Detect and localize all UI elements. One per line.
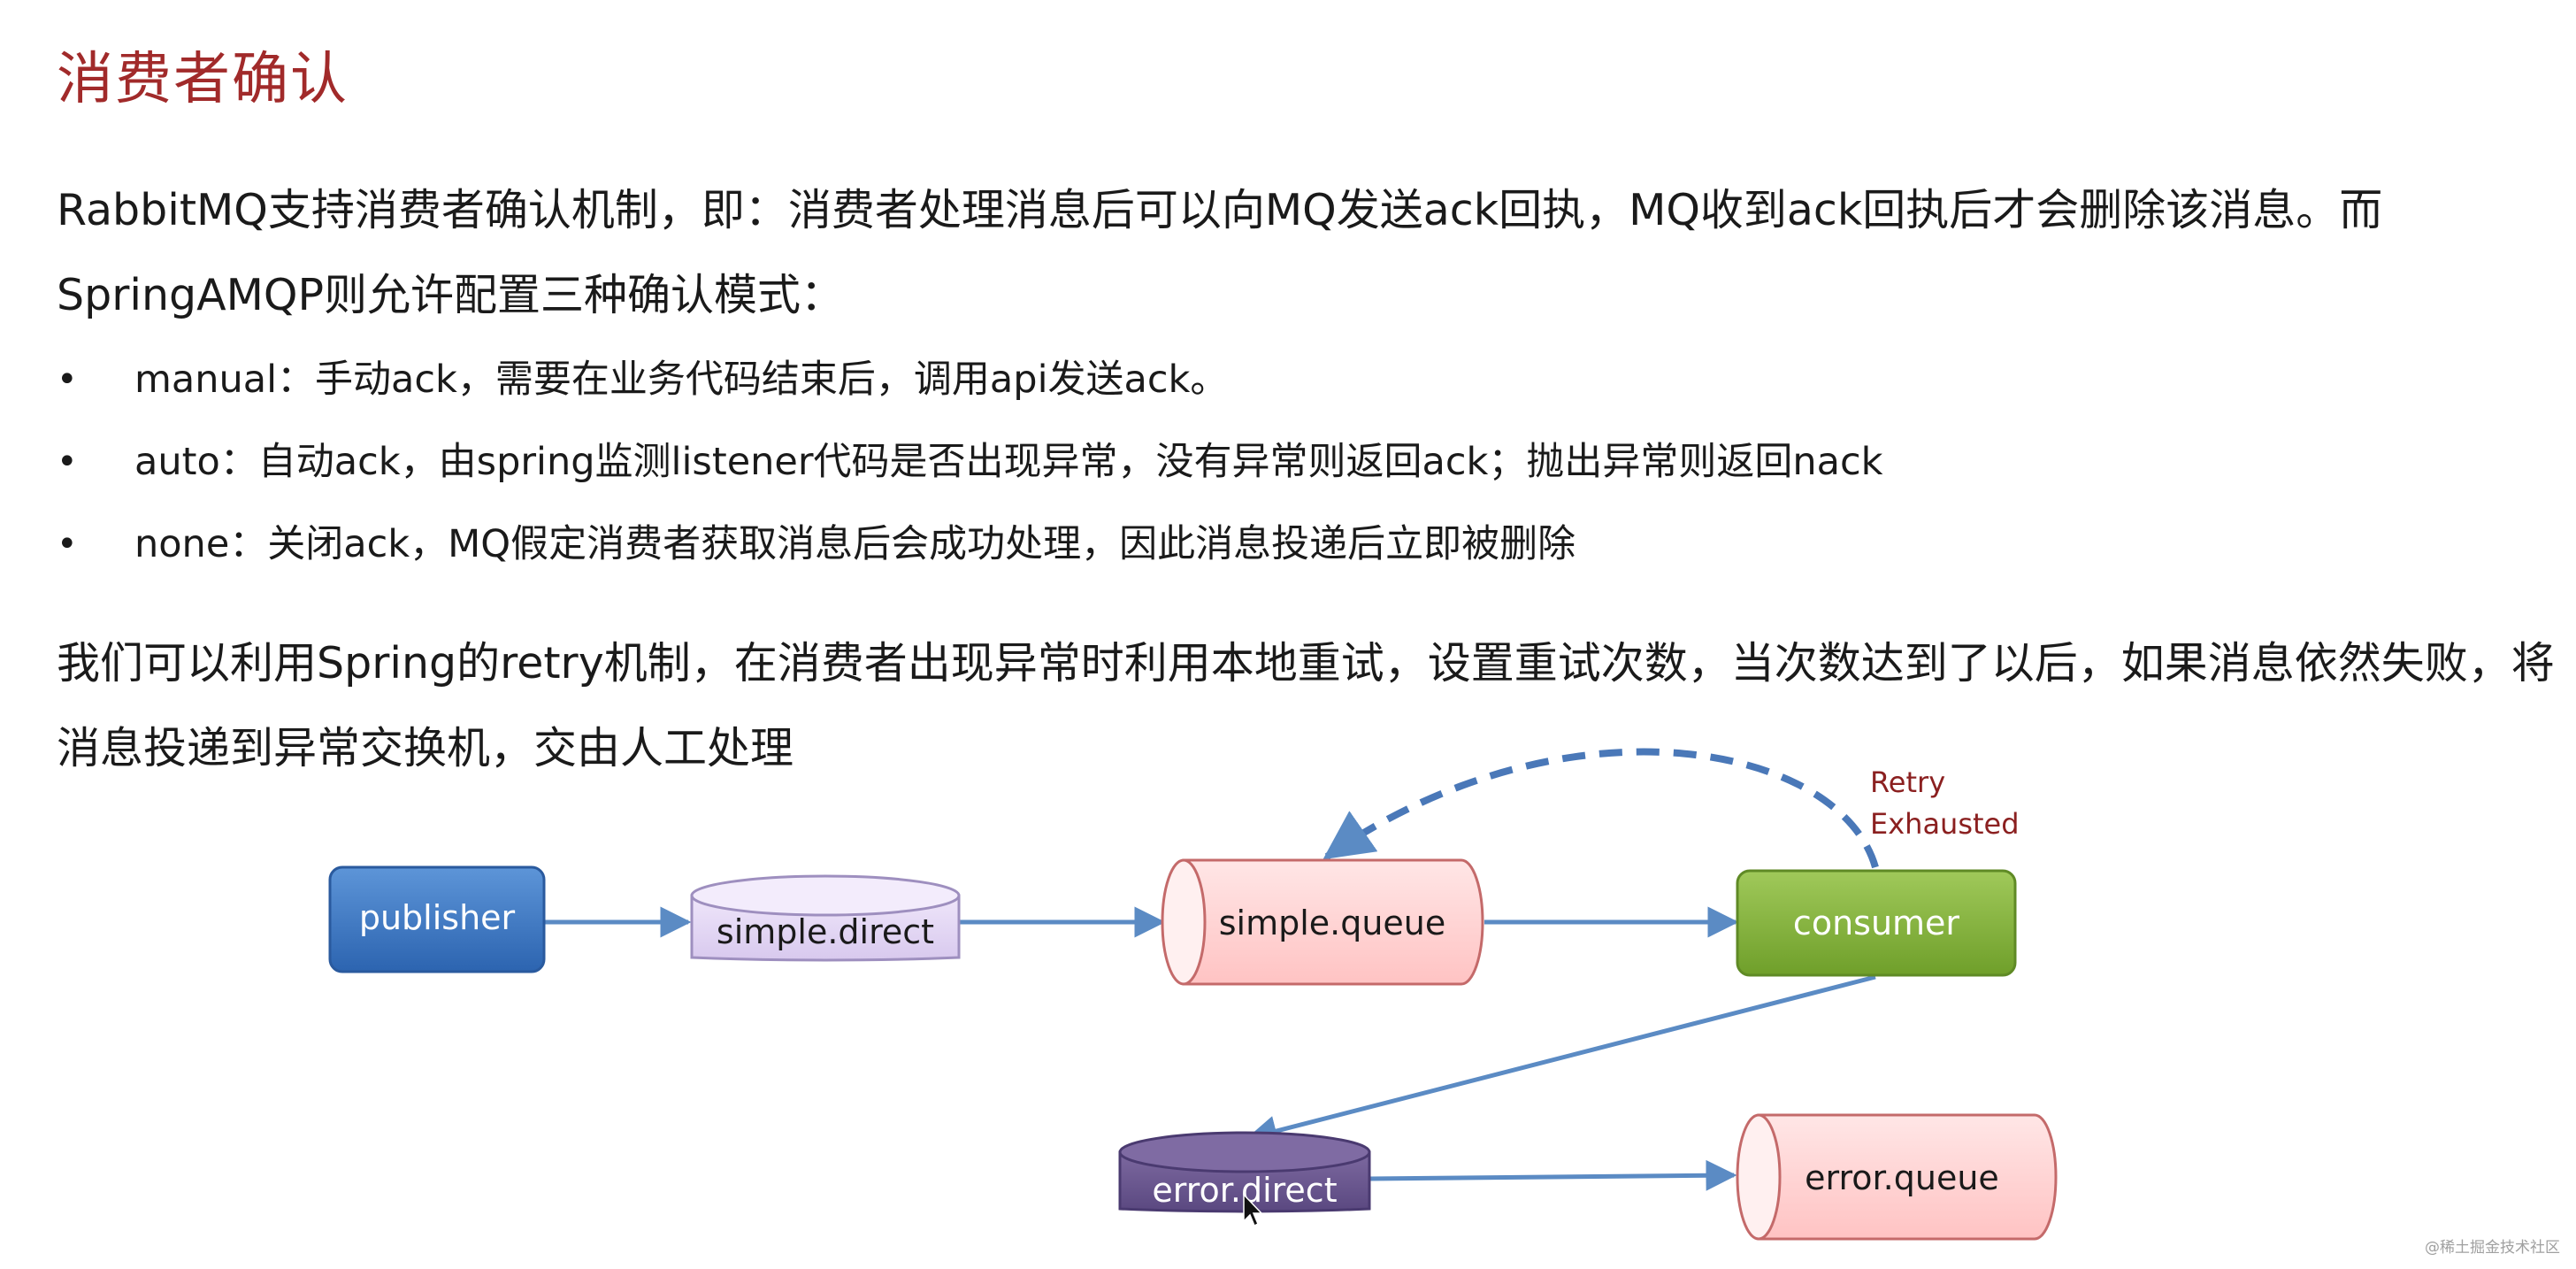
error-queue-label: error.queue: [1805, 1158, 1999, 1197]
mode-none-text: none：关闭ack，MQ假定消费者获取消息后会成功处理，因此消息投递后立即被删…: [134, 522, 1576, 566]
ack-mode-list: • manual：手动ack，需要在业务代码结束后，调用api发送ack。 • …: [57, 339, 2534, 586]
mouse-cursor-icon: [1243, 1193, 1263, 1227]
simple-direct-exchange-node: simple.direct: [690, 874, 961, 962]
error-queue-node: error.queue: [1736, 1113, 2058, 1241]
simple-queue-node: simple.queue: [1161, 858, 1484, 986]
page-title: 消费者确认: [57, 47, 349, 112]
intro-paragraph: RabbitMQ支持消费者确认机制，即：消费者处理消息后可以向MQ发送ack回执…: [57, 185, 2383, 320]
arrow-retry-loop: [1322, 748, 1879, 869]
list-item-manual: • manual：手动ack，需要在业务代码结束后，调用api发送ack。: [57, 339, 2534, 421]
simple-queue-label: simple.queue: [1219, 904, 1446, 942]
retry-paragraph: 我们可以利用Spring的retry机制，在消费者出现异常时利用本地重试，设置重…: [57, 638, 2555, 773]
list-item-auto: • auto：自动ack，由spring监测listener代码是否出现异常，没…: [57, 421, 2534, 504]
bullet-icon: •: [57, 359, 78, 400]
bullet-icon: •: [57, 442, 78, 482]
consumer-label: consumer: [1793, 904, 1960, 942]
list-item-none: • none：关闭ack，MQ假定消费者获取消息后会成功处理，因此消息投递后立即…: [57, 504, 2534, 586]
arrow-error-exchange-to-error-queue: [1368, 1159, 1737, 1191]
publisher-label: publisher: [359, 898, 516, 937]
watermark: @稀土掘金技术社区: [2425, 1239, 2560, 1257]
retry-label-line1: Retry: [1870, 765, 1945, 799]
bullet-icon: •: [57, 524, 78, 565]
mode-manual-text: manual：手动ack，需要在业务代码结束后，调用api发送ack。: [134, 358, 1229, 402]
flow-arrows: [544, 748, 1879, 1191]
retry-label-line2: Exhausted: [1870, 807, 2020, 841]
simple-direct-label: simple.direct: [717, 912, 934, 951]
arrow-consumer-to-error-exchange: [1246, 974, 1876, 1147]
publisher-node: publisher: [328, 865, 546, 973]
error-direct-exchange-node: error.direct: [1118, 1131, 1371, 1213]
consumer-node: consumer: [1736, 869, 2017, 977]
mode-auto-text: auto：自动ack，由spring监测listener代码是否出现异常，没有异…: [134, 440, 1883, 484]
